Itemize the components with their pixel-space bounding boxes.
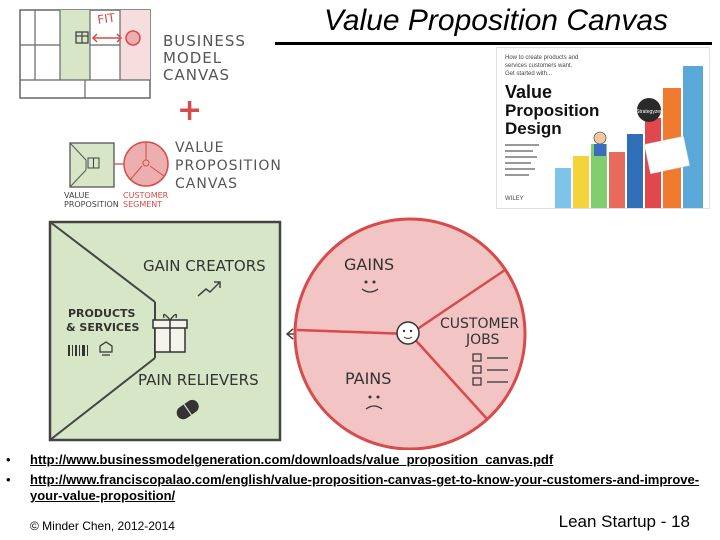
pain-relievers-label: PAIN RELIEVERS [138, 371, 259, 389]
pains-label: PAINS [345, 369, 391, 388]
book-author-lines [505, 144, 539, 176]
canvas-sketch: FIT BUSINESS MODEL CANVAS + VALUE PROPOS… [19, 9, 527, 450]
mini-value-label-2: PROPOSITION [64, 200, 119, 209]
sad-face-icon [365, 395, 383, 410]
mini-value-label-1: VALUE [64, 191, 89, 200]
bullet-icon: • [6, 472, 11, 487]
book-title-1: Value [505, 82, 552, 102]
title-underline [275, 42, 712, 45]
bullet-icon: • [6, 452, 11, 467]
mini-customer-label-1: CUSTOMER [123, 191, 169, 200]
strategyzer-badge: Strategyzer [636, 98, 662, 122]
business-label-line-2: MODEL [163, 49, 222, 67]
products-services-label-2: & SERVICES [66, 321, 140, 334]
customer-jobs-label-2: JOBS [465, 332, 500, 348]
products-services-label-1: PRODUCTS [68, 307, 136, 320]
vpc-label-line-1: VALUE [175, 140, 224, 156]
mini-customer-segment-circle [123, 141, 169, 187]
plus-sign: + [177, 93, 202, 128]
fit-label: FIT [96, 11, 116, 27]
customer-face-icon [396, 321, 420, 345]
barcode-icon [68, 345, 88, 356]
book-tagline-2: services customers want. [505, 63, 573, 69]
francisco-palao-link[interactable]: http://www.franciscopalao.com/english/va… [30, 472, 700, 503]
book-title-3: Design [505, 119, 562, 138]
fit-arrow [91, 33, 123, 43]
jobs-checklist-icon [472, 353, 508, 386]
book-title-2: Proposition [505, 101, 599, 120]
vpc-label-line-3: CANVAS [175, 176, 238, 192]
strategyzer-badge-text: Strategyzer [636, 109, 662, 115]
business-model-generation-link[interactable]: http://www.businessmodelgeneration.com/d… [30, 452, 554, 467]
book-person-icon [593, 131, 607, 156]
business-label-line-3: CANVAS [163, 66, 230, 84]
cloud-icon [99, 341, 113, 356]
slide-title: Value Proposition Canvas [323, 4, 669, 37]
vpc-label-line-2: PROPOSITION [175, 158, 282, 174]
slide-number-footer: Lean Startup - 18 [558, 512, 690, 531]
gain-creators-label: GAIN CREATORS [143, 257, 266, 275]
gain-arrow-icon [197, 281, 221, 297]
mini-value-proposition-square [69, 142, 115, 188]
gains-label: GAINS [344, 255, 394, 274]
fit-customer-icon [125, 30, 141, 46]
mini-customer-label-2: SEGMENT [123, 200, 162, 209]
book-cover: How to create products and services cust… [496, 47, 710, 209]
happy-face-icon [361, 280, 379, 293]
business-model-canvas-grid [19, 9, 151, 99]
gift-box-icon [152, 313, 188, 353]
copyright-footer: © Minder Chen, 2012-2014 [30, 519, 175, 533]
link-item: • http://www.businessmodelgeneration.com… [6, 452, 712, 468]
pill-icon [176, 399, 199, 420]
customer-jobs-label-1: CUSTOMER [440, 316, 519, 332]
business-label-line-1: BUSINESS [163, 32, 246, 50]
book-colored-pillars [555, 66, 703, 208]
reference-links: • http://www.businessmodelgeneration.com… [6, 452, 712, 508]
book-tagline-3: Get started with... [505, 71, 552, 77]
book-publisher: WILEY [505, 196, 524, 202]
book-tagline-1: How to create products and [505, 55, 578, 61]
book-cover-art: How to create products and services cust… [497, 48, 709, 208]
link-item: • http://www.franciscopalao.com/english/… [6, 472, 712, 504]
fit-gift-icon [75, 31, 89, 44]
